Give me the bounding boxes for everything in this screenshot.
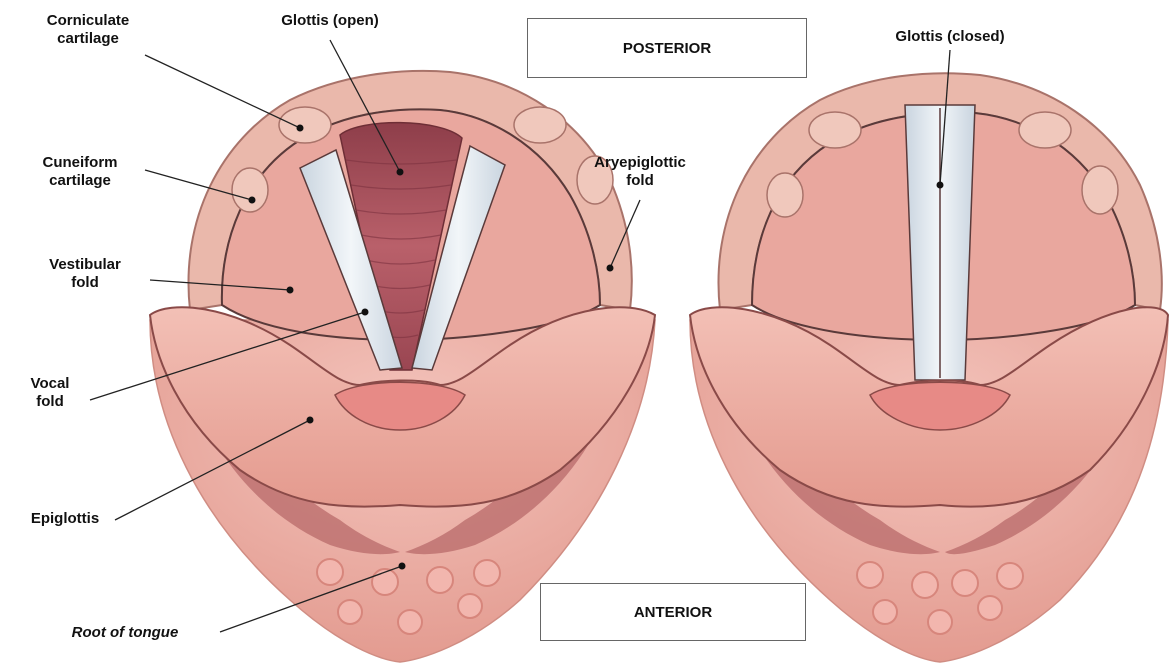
larynx-closed — [690, 73, 1168, 662]
label-root-of-tongue: Root of tongue — [30, 624, 220, 642]
label-cuneiform-cartilage: Cuneiform cartilage — [20, 154, 140, 190]
label-epiglottis: Epiglottis — [10, 510, 120, 528]
label-glottis-open: Glottis (open) — [255, 12, 405, 30]
orientation-posterior: POSTERIOR — [527, 18, 807, 78]
label-vestibular-fold: Vestibular fold — [25, 256, 145, 292]
label-glottis-closed: Glottis (closed) — [870, 28, 1030, 46]
orientation-anterior: ANTERIOR — [540, 583, 806, 641]
label-aryepiglottic-fold: Aryepiglottic fold — [570, 154, 710, 190]
label-vocal-fold: Vocal fold — [10, 375, 90, 411]
label-corniculate-cartilage: Corniculate cartilage — [28, 12, 148, 48]
